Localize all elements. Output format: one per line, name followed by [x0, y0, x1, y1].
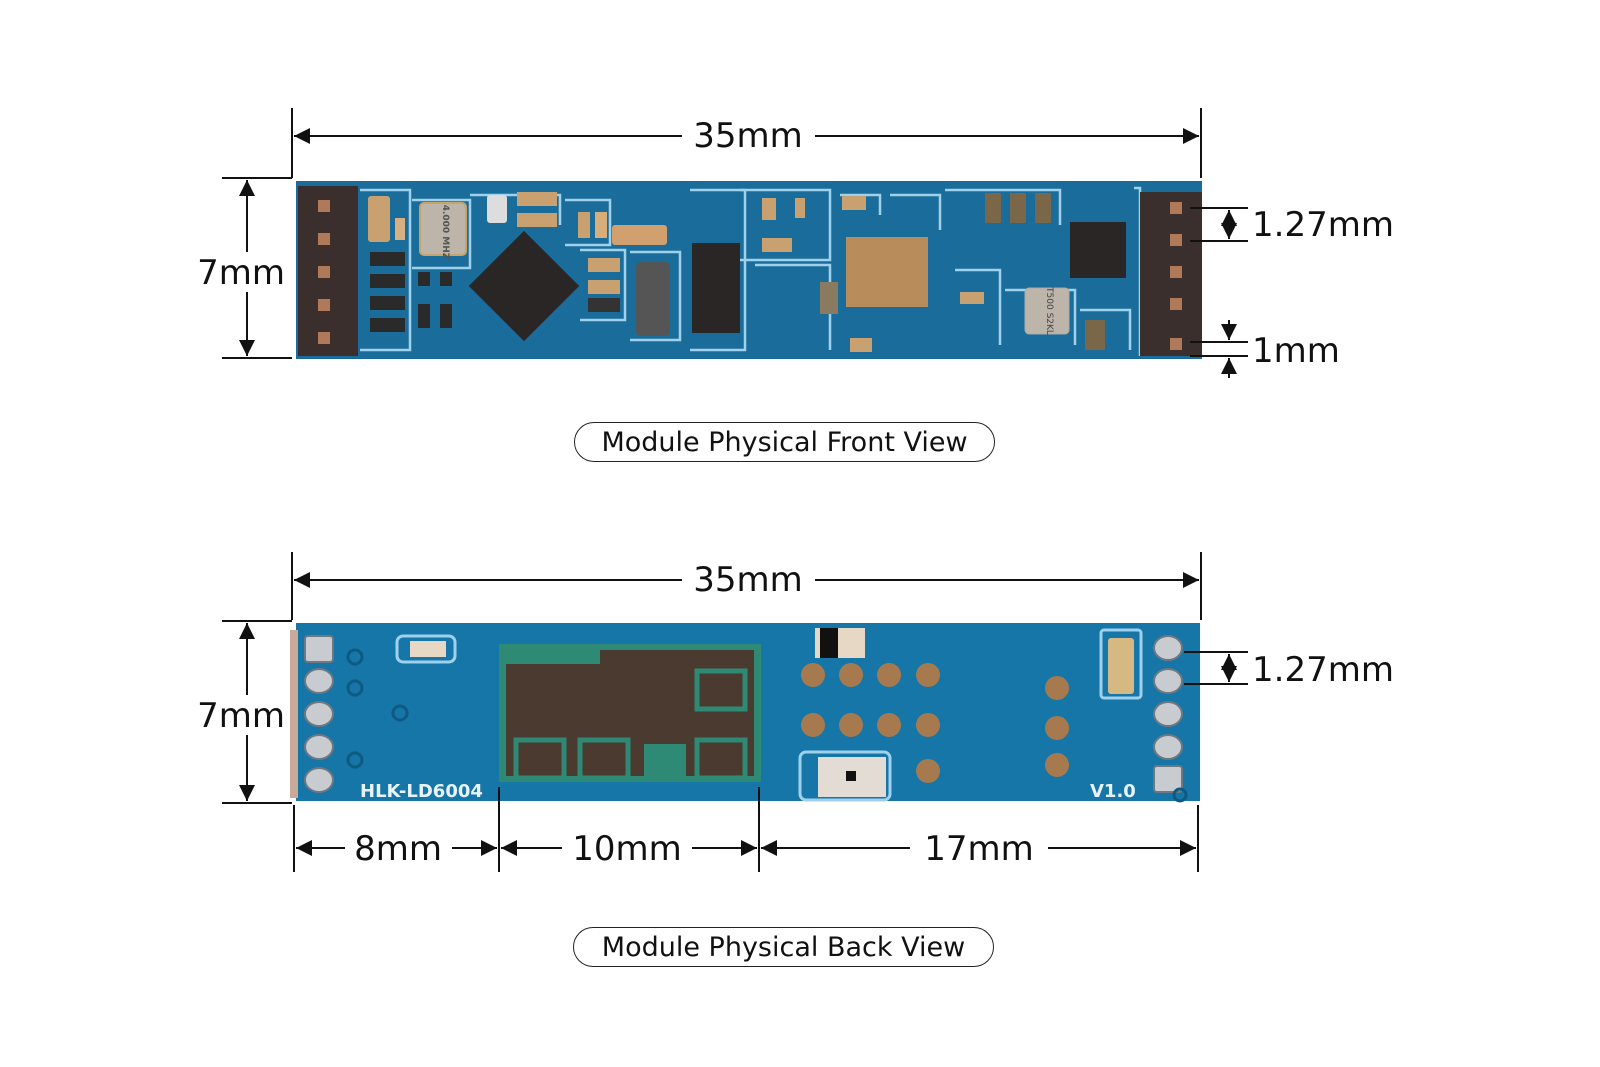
- back-width-label: 35mm: [693, 560, 803, 600]
- front-height-label: 7mm: [197, 253, 285, 293]
- version-silkscreen: V1.0: [1090, 781, 1136, 802]
- front-right-pins: [1170, 202, 1182, 350]
- status-led: [410, 641, 446, 657]
- segment-label-antenna: 10mm: [572, 829, 682, 869]
- back-capacitor: [1108, 638, 1134, 694]
- front-right-chip: [1070, 222, 1126, 278]
- front-dimension-lines: [222, 108, 1248, 378]
- segment-label-right: 17mm: [924, 829, 1034, 869]
- back-vias: [346, 648, 1188, 803]
- back-dimension-lines: [222, 552, 1248, 872]
- front-pcb: 4.000 MHZ: [296, 181, 1202, 359]
- back-left-pins: [304, 635, 334, 793]
- front-components: 4.000 MHZ: [368, 192, 1126, 352]
- back-pin-pitch-label: 1.27mm: [1252, 650, 1394, 690]
- front-left-pins: [318, 200, 330, 344]
- back-view-caption: Module Physical Back View: [573, 927, 994, 967]
- crystal-4mhz: [419, 202, 467, 256]
- back-height-label: 7mm: [197, 696, 285, 736]
- oscillator-marking: T500 S2KL: [1044, 286, 1054, 335]
- front-pin-edge-label: 1mm: [1252, 331, 1340, 371]
- radar-shield: [846, 237, 928, 307]
- back-pcb: HLK-LD6004 V1.0: [290, 623, 1200, 803]
- back-right-pins: [1153, 635, 1183, 793]
- flash-chip: [692, 243, 740, 333]
- model-silkscreen: HLK-LD6004: [360, 781, 483, 802]
- oscillator-t500: [1024, 287, 1070, 335]
- front-view-caption: Module Physical Front View: [574, 422, 995, 462]
- front-pin-pitch-label: 1.27mm: [1252, 205, 1394, 245]
- segment-label-left: 8mm: [354, 829, 442, 869]
- back-test-pads: [801, 663, 1069, 783]
- front-width-label: 35mm: [693, 116, 803, 156]
- antenna-patches: [513, 668, 748, 781]
- inductor: [636, 262, 670, 336]
- crystal-marking: 4.000 MHZ: [440, 205, 450, 260]
